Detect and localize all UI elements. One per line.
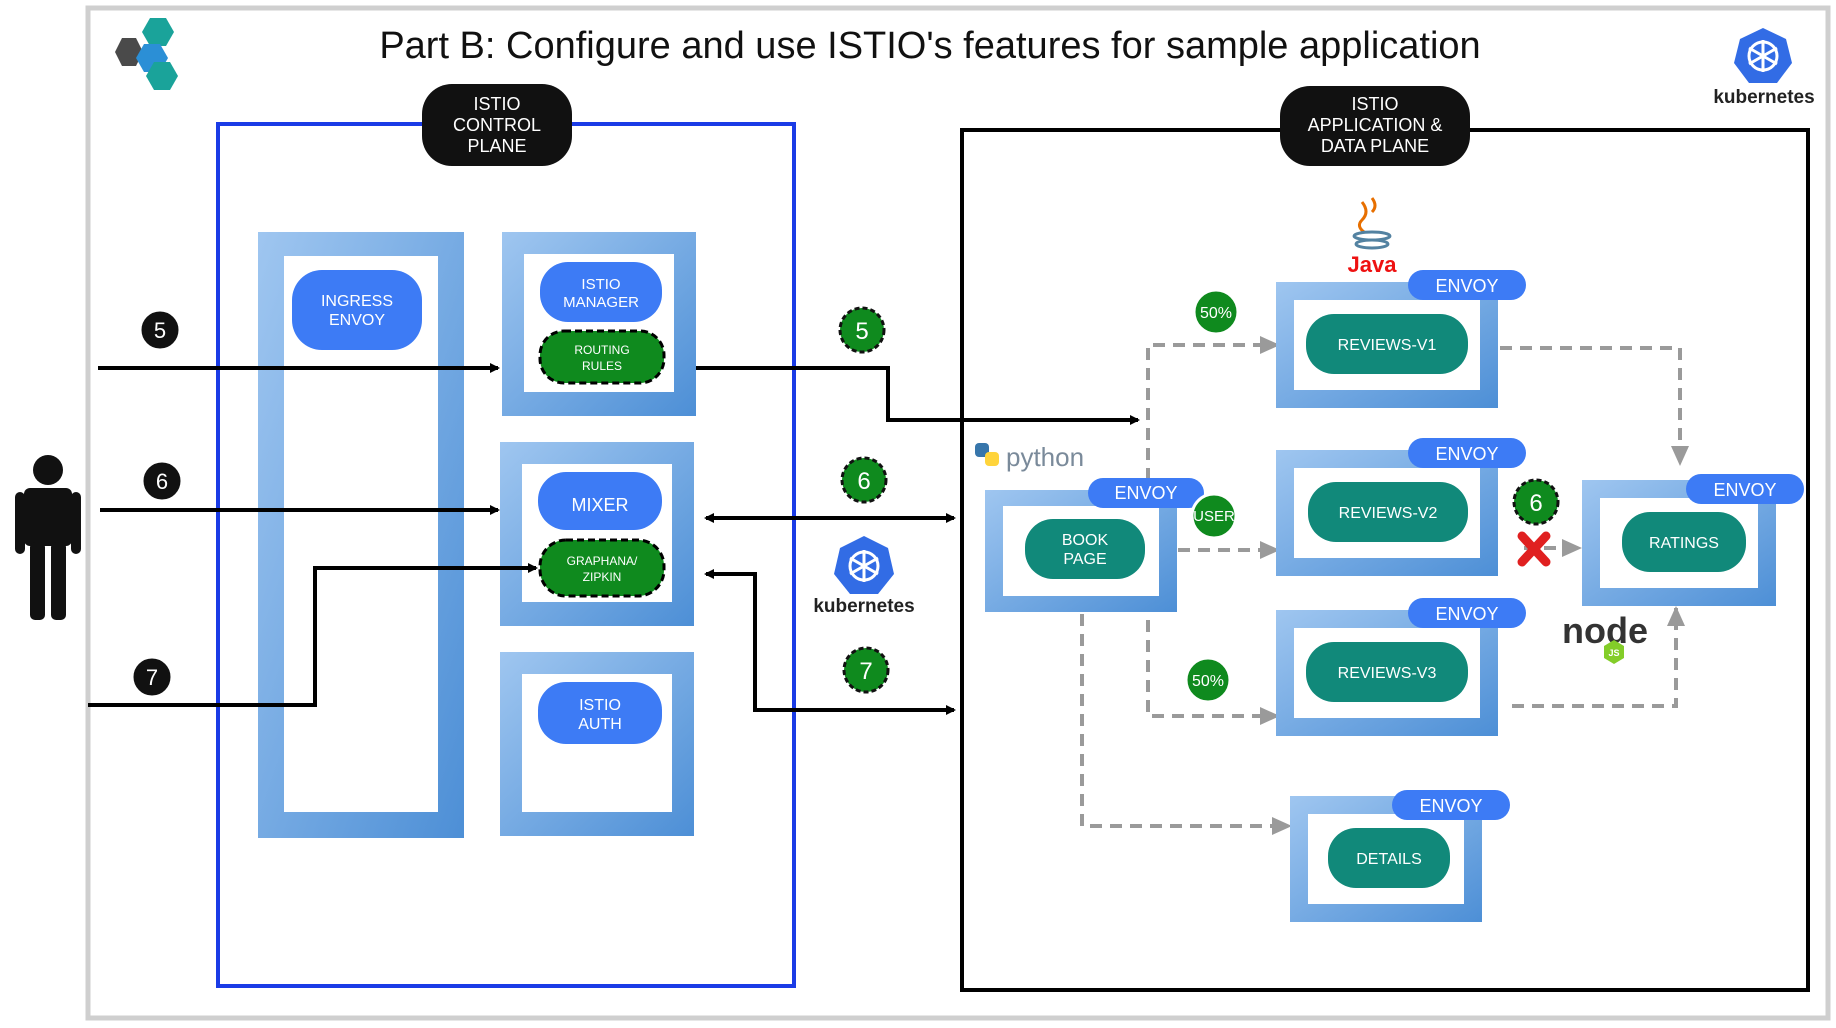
- envoy-tag-ratings: ENVOY: [1686, 474, 1804, 504]
- envoy-tag-reviews-v3: ENVOY: [1408, 598, 1526, 628]
- svg-text:REVIEWS-V1: REVIEWS-V1: [1338, 337, 1437, 354]
- svg-text:PAGE: PAGE: [1063, 551, 1106, 568]
- kubernetes-logo-text: kubernetes: [1713, 87, 1814, 108]
- svg-text:7: 7: [146, 665, 158, 690]
- svg-text:7: 7: [859, 658, 872, 685]
- svg-text:ISTIO: ISTIO: [1351, 94, 1398, 114]
- svg-text:MANAGER: MANAGER: [563, 294, 639, 311]
- control-plane-label: ISTIO CONTROL PLANE: [422, 84, 572, 166]
- user-person-icon: [15, 455, 81, 620]
- svg-text:5: 5: [855, 318, 868, 345]
- svg-text:50%: 50%: [1192, 673, 1224, 690]
- svg-text:CONTROL: CONTROL: [453, 115, 541, 135]
- python-logo: python: [975, 442, 1084, 472]
- svg-text:kubernetes: kubernetes: [813, 596, 914, 617]
- svg-text:USER: USER: [1193, 508, 1235, 525]
- routing-rules-pill[interactable]: ROUTING RULES: [538, 329, 666, 385]
- step-badge-mid-7: 7: [842, 646, 890, 694]
- svg-text:ISTIO: ISTIO: [579, 697, 621, 714]
- graphana-zipkin-pill[interactable]: GRAPHANA/ ZIPKIN: [538, 538, 666, 598]
- svg-text:BOOK: BOOK: [1062, 532, 1109, 549]
- svg-text:JS: JS: [1608, 648, 1619, 658]
- svg-text:node: node: [1562, 610, 1648, 651]
- svg-text:DETAILS: DETAILS: [1356, 851, 1422, 868]
- svg-text:Java: Java: [1348, 252, 1398, 277]
- svg-text:PLANE: PLANE: [467, 136, 526, 156]
- svg-text:ISTIO: ISTIO: [581, 276, 620, 293]
- hexagon-cluster-logo: [115, 18, 178, 90]
- step-badge-left-7: 7: [130, 655, 174, 699]
- ratings-service[interactable]: RATINGS: [1582, 480, 1776, 606]
- svg-text:python: python: [1006, 442, 1084, 472]
- step-badge-mid-5: 5: [838, 306, 886, 354]
- step-badge-mid-6: 6: [840, 456, 888, 504]
- svg-text:ENVOY: ENVOY: [1435, 604, 1498, 624]
- kubernetes-logo-middle: kubernetes: [813, 536, 915, 617]
- kubernetes-logo-top: kubernetes: [1713, 28, 1815, 108]
- svg-text:DATA PLANE: DATA PLANE: [1321, 136, 1429, 156]
- reviews-v3-service[interactable]: REVIEWS-V3: [1276, 610, 1498, 736]
- svg-text:ROUTING: ROUTING: [574, 343, 629, 357]
- flow-arrows-middle: [696, 366, 1140, 715]
- svg-text:AUTH: AUTH: [578, 716, 622, 733]
- envoy-tag-reviews-v1: ENVOY: [1408, 270, 1526, 300]
- weight-badge-v1: 50%: [1192, 288, 1240, 336]
- svg-text:ENVOY: ENVOY: [1419, 796, 1482, 816]
- svg-text:REVIEWS-V3: REVIEWS-V3: [1338, 665, 1437, 682]
- page-title: Part B: Configure and use ISTIO's featur…: [379, 25, 1480, 67]
- svg-text:50%: 50%: [1200, 305, 1232, 322]
- svg-text:ENVOY: ENVOY: [1713, 480, 1776, 500]
- svg-text:5: 5: [154, 318, 166, 343]
- svg-text:MIXER: MIXER: [571, 495, 628, 515]
- python-snake-icon: [975, 443, 999, 466]
- book-page-service[interactable]: BOOK PAGE: [985, 490, 1177, 612]
- envoy-tag-details: ENVOY: [1392, 790, 1510, 820]
- data-plane-label: ISTIO APPLICATION & DATA PLANE: [1280, 86, 1470, 166]
- svg-text:6: 6: [156, 469, 168, 494]
- svg-text:ENVOY: ENVOY: [329, 312, 385, 329]
- svg-text:ENVOY: ENVOY: [1114, 483, 1177, 503]
- weight-badge-v3: 50%: [1184, 656, 1232, 704]
- outer-frame: [85, 5, 1831, 1021]
- node-logo: node JS: [1562, 610, 1648, 664]
- java-cup-icon: [1352, 197, 1392, 250]
- flow-7-arrow: [88, 563, 538, 707]
- mixer-box[interactable]: MIXER: [500, 442, 694, 626]
- svg-text:ZIPKIN: ZIPKIN: [583, 570, 622, 584]
- details-service[interactable]: DETAILS: [1290, 796, 1482, 922]
- reviews-v2-service[interactable]: REVIEWS-V2: [1276, 450, 1498, 576]
- envoy-tag-reviews-v2: ENVOY: [1408, 438, 1526, 468]
- svg-text:INGRESS: INGRESS: [321, 293, 393, 310]
- ingress-envoy-box[interactable]: INGRESS ENVOY: [258, 232, 464, 838]
- istio-auth-box[interactable]: ISTIO AUTH: [500, 652, 694, 836]
- fault-x-icon: [1517, 531, 1551, 567]
- reviews-v1-service[interactable]: REVIEWS-V1: [1276, 282, 1498, 408]
- user-badge-v2: USER: [1190, 492, 1238, 540]
- step-badge-left-6: 6: [140, 459, 184, 503]
- svg-text:ENVOY: ENVOY: [1435, 444, 1498, 464]
- svg-text:ENVOY: ENVOY: [1435, 276, 1498, 296]
- flow-arrows-left: [88, 363, 538, 707]
- envoy-tag-book-page: ENVOY: [1088, 478, 1204, 508]
- svg-text:6: 6: [857, 468, 870, 495]
- step-badge-left-5: 5: [138, 308, 182, 352]
- svg-text:ISTIO: ISTIO: [473, 94, 520, 114]
- java-logo: Java: [1348, 197, 1398, 277]
- svg-text:GRAPHANA/: GRAPHANA/: [567, 554, 638, 568]
- svg-text:RULES: RULES: [582, 359, 622, 373]
- svg-text:6: 6: [1529, 490, 1542, 517]
- svg-text:REVIEWS-V2: REVIEWS-V2: [1339, 505, 1438, 522]
- svg-text:RATINGS: RATINGS: [1649, 535, 1719, 552]
- istio-manager-box[interactable]: ISTIO MANAGER: [502, 232, 696, 416]
- svg-text:APPLICATION &: APPLICATION &: [1308, 115, 1443, 135]
- step-badge-right-6: 6: [1512, 478, 1560, 526]
